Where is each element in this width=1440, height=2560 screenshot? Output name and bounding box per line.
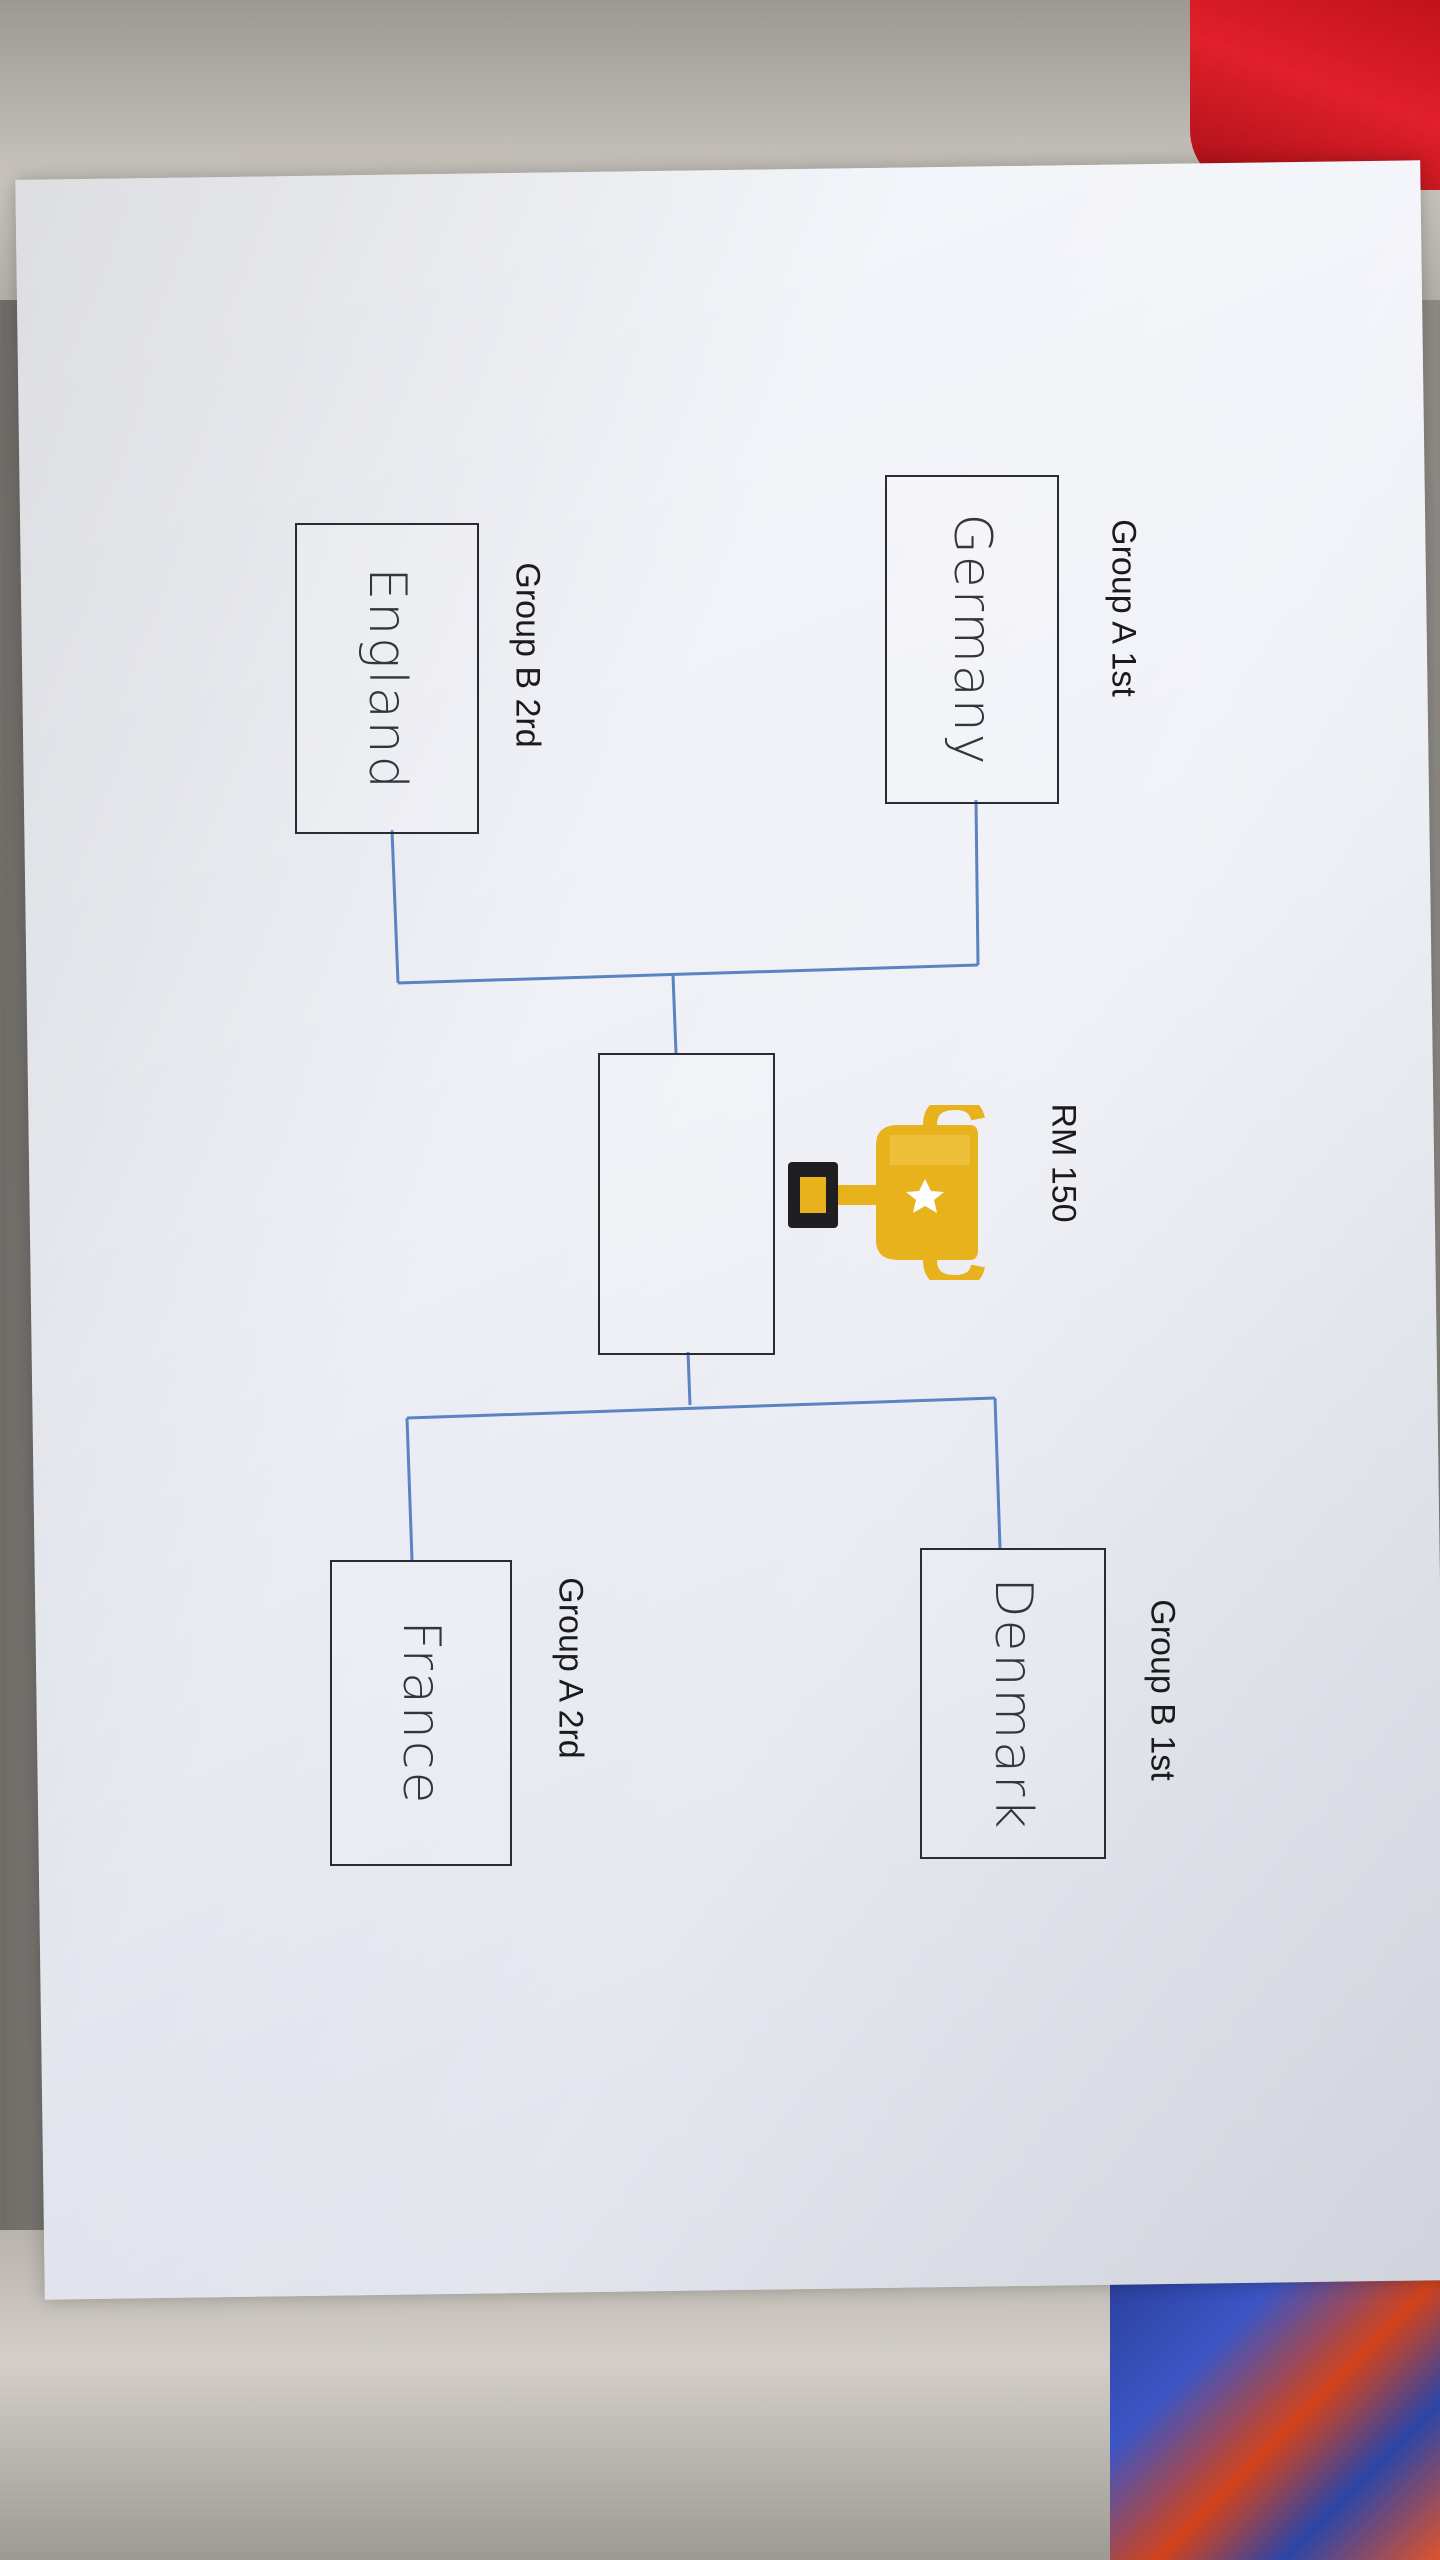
connector-bottom-horizontal bbox=[406, 1396, 996, 1420]
team-box-france: France bbox=[330, 1560, 512, 1866]
team-box-denmark: Denmark bbox=[920, 1548, 1106, 1859]
connector-denmark-up bbox=[993, 1397, 1002, 1549]
team-name-england: England bbox=[357, 566, 417, 791]
trophy-icon bbox=[788, 1105, 985, 1280]
team-name-denmark: Denmark bbox=[983, 1576, 1043, 1831]
connector-top-to-final bbox=[671, 974, 678, 1054]
team-box-germany: Germany bbox=[885, 475, 1059, 804]
final-winner-box bbox=[598, 1053, 775, 1355]
team-box-england: England bbox=[295, 523, 479, 834]
connector-england-down bbox=[390, 829, 400, 984]
connector-france-up bbox=[405, 1417, 414, 1561]
connector-top-horizontal bbox=[397, 963, 979, 985]
connector-final-to-bottom bbox=[686, 1351, 692, 1406]
patterned-cloth bbox=[1110, 2260, 1440, 2560]
team-name-france: France bbox=[391, 1620, 451, 1806]
team-name-germany: Germany bbox=[942, 512, 1002, 767]
connector-germany-down bbox=[974, 799, 980, 966]
red-cloth bbox=[1190, 0, 1440, 190]
